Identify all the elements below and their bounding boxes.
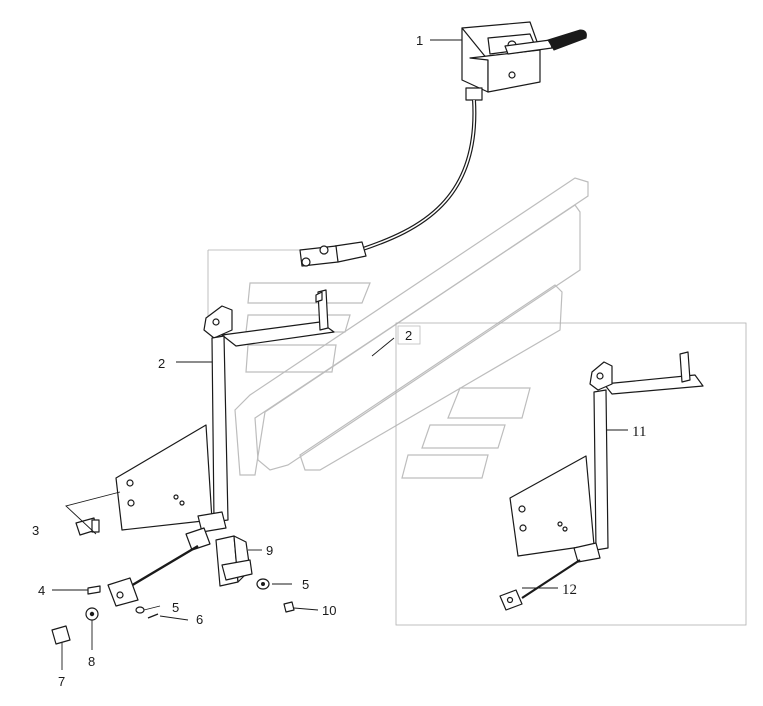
bolt-10 <box>283 601 295 613</box>
callout-9: 9 <box>266 543 273 558</box>
pin-4 <box>87 585 101 595</box>
control-cable <box>299 99 477 267</box>
watermark-logo <box>234 177 589 479</box>
nut-8 <box>85 607 99 621</box>
callout-2-right: 2 <box>405 328 412 343</box>
cotter-pin-6 <box>147 613 159 619</box>
shaft-assembly-right <box>509 351 704 599</box>
leader-lines <box>52 39 628 670</box>
end-fitting <box>499 589 523 611</box>
callout-1: 1 <box>416 33 423 48</box>
callout-11: 11 <box>632 424 646 440</box>
square-nut-7 <box>51 625 71 645</box>
callout-4: 4 <box>38 583 45 598</box>
linkage-rod-left <box>107 527 211 607</box>
callout-8: 8 <box>88 654 95 669</box>
callout-2-box: 2 <box>397 325 421 345</box>
callout-10: 10 <box>322 603 336 618</box>
callout-5-right: 5 <box>302 577 309 592</box>
control-handle-unit <box>461 21 587 110</box>
callout-5-left: 5 <box>172 600 179 615</box>
callout-2-left: 2 <box>158 356 165 371</box>
washer-5b <box>135 606 145 614</box>
mounting-bracket <box>215 535 253 587</box>
shaft-assembly-left <box>115 289 335 533</box>
callout-12: 12 <box>562 582 577 598</box>
variant-frame <box>395 322 747 626</box>
callout-3: 3 <box>32 523 39 538</box>
washer-5a <box>256 578 270 590</box>
callout-7: 7 <box>58 674 65 689</box>
bolt-3 <box>75 517 100 536</box>
callout-6: 6 <box>196 612 203 627</box>
